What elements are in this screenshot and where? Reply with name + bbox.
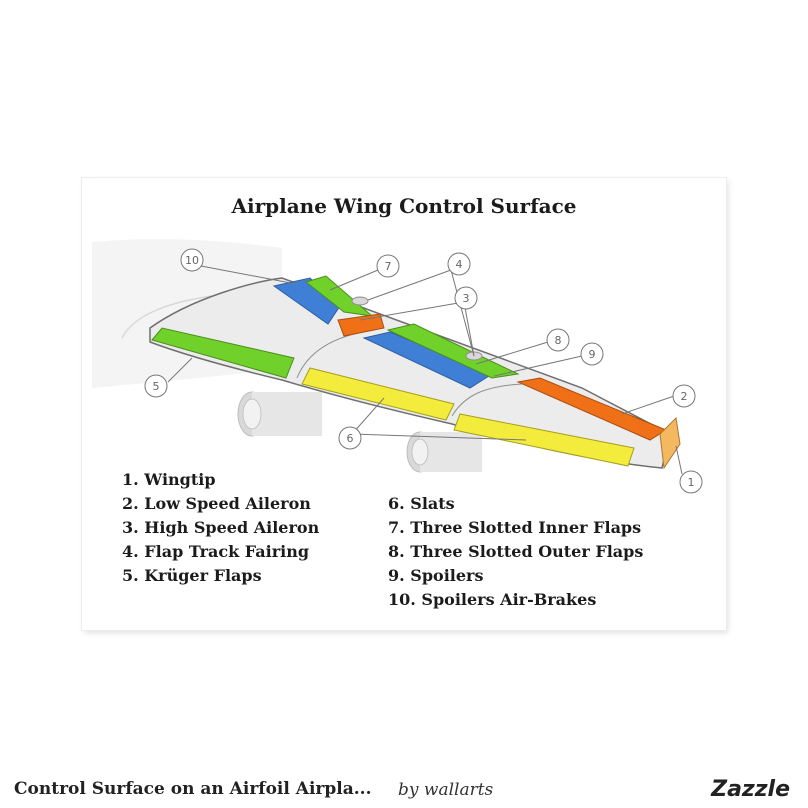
svg-text:10: 10 xyxy=(185,254,199,267)
legend-item: 2. Low Speed Aileron xyxy=(122,494,311,513)
author-link[interactable]: by wallarts xyxy=(398,780,494,800)
svg-text:5: 5 xyxy=(153,380,160,393)
callout-9: 9 xyxy=(580,342,604,366)
slats-inner xyxy=(301,367,455,421)
legend-item: 1. Wingtip xyxy=(122,470,216,489)
wingtip xyxy=(659,416,681,470)
product-footer: Control Surface on an Airfoil Airpla... … xyxy=(0,775,808,808)
svg-text:4: 4 xyxy=(456,258,463,271)
callout-4: 4 xyxy=(447,252,471,276)
svg-text:2: 2 xyxy=(681,390,688,403)
legend-item: 6. Slats xyxy=(388,494,455,513)
callout-10: 10 xyxy=(180,248,204,272)
svg-text:7: 7 xyxy=(385,260,392,273)
callout-6: 6 xyxy=(338,426,362,450)
slats-outer xyxy=(453,413,635,467)
leader-lines xyxy=(167,265,683,475)
kruger-flaps xyxy=(151,327,295,379)
three-slotted-outer-flaps xyxy=(386,323,520,379)
callout-1: 1 xyxy=(679,470,703,494)
inner-flap-orange xyxy=(337,313,385,337)
legend-item: 4. Flap Track Fairing xyxy=(122,542,310,561)
legend-item: 5. Krüger Flaps xyxy=(122,566,262,585)
legend-item: 8. Three Slotted Outer Flaps xyxy=(388,542,644,561)
wing-diagram: 10 7 4 3 8 9 2 1 xyxy=(92,239,703,494)
svg-text:9: 9 xyxy=(589,348,596,361)
diagram-title: Airplane Wing Control Surface xyxy=(231,194,577,218)
fuselage-curve xyxy=(121,295,213,339)
callout-2: 2 xyxy=(672,384,696,408)
outer-engine xyxy=(406,431,482,473)
legend-right: 6. Slats 7. Three Slotted Inner Flaps 8.… xyxy=(388,492,643,612)
inner-engine xyxy=(237,391,322,437)
legend-item: 7. Three Slotted Inner Flaps xyxy=(388,518,642,537)
brand-logo[interactable]: Zazzle xyxy=(711,777,790,802)
legend-item: 9. Spoilers xyxy=(388,566,484,585)
svg-text:3: 3 xyxy=(463,292,470,305)
callout-5: 5 xyxy=(144,374,168,398)
svg-text:1: 1 xyxy=(688,476,695,489)
legend-left: 1. Wingtip 2. Low Speed Aileron 3. High … xyxy=(122,468,319,588)
callout-3: 3 xyxy=(454,286,478,310)
legend-item: 3. High Speed Aileron xyxy=(122,518,320,537)
callout-8: 8 xyxy=(546,328,570,352)
poster-canvas: Airplane Wing Control Surface xyxy=(82,178,726,630)
product-title-link[interactable]: Control Surface on an Airfoil Airpla... xyxy=(14,779,372,799)
svg-text:6: 6 xyxy=(347,432,354,445)
wing-seam-2 xyxy=(451,383,523,417)
legend-item: 10. Spoilers Air-Brakes xyxy=(388,590,597,609)
flap-track-fairing-1 xyxy=(351,296,369,306)
svg-text:8: 8 xyxy=(555,334,562,347)
callout-7: 7 xyxy=(376,254,400,278)
